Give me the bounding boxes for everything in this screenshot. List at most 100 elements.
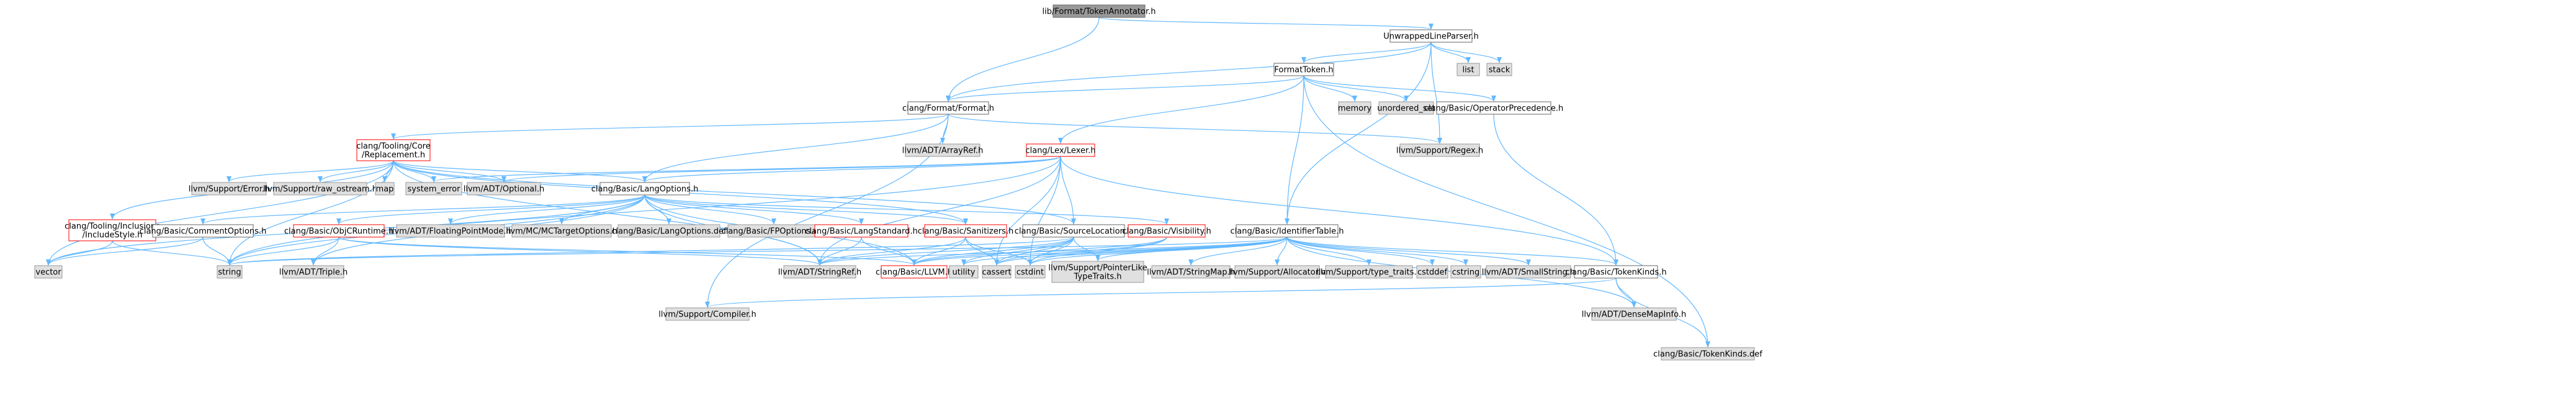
node-box — [1416, 265, 1448, 279]
node-box — [34, 265, 63, 279]
node-label: llvm/ADT/Optional.h — [464, 185, 545, 194]
node-box — [405, 182, 462, 196]
node-box — [217, 265, 243, 279]
node-visibility[interactable]: clang/Basic/Visibility.h — [1122, 224, 1211, 238]
edge-replacement-to-string — [227, 160, 394, 266]
edge-obj-cruntime-to-clang-llvm — [338, 236, 917, 266]
node-lexer[interactable]: clang/Lex/Lexer.h — [1025, 143, 1096, 157]
node-box — [1574, 265, 1658, 279]
node-obj-cruntime[interactable]: clang/Basic/ObjCRuntime.h — [284, 224, 393, 238]
node-box — [1456, 63, 1480, 76]
edge-lang-options-to-floating-point-mode — [448, 194, 645, 225]
edge-lang-options-to-sanitizers — [644, 194, 968, 225]
node-box — [356, 139, 431, 161]
edge-format-token-to-token-kinds-def — [1303, 75, 1710, 348]
node-label: /Replacement.h — [362, 151, 425, 160]
edge-identifier-table-to-cstddef — [1286, 236, 1435, 266]
edge-unwrapped-line-parser-to-identifier-table — [1285, 42, 1432, 225]
edge-identifier-table-to-cstdint — [1028, 236, 1288, 266]
node-cstdint: cstdint — [1015, 265, 1046, 279]
node-triple: llvm/ADT/Triple.h — [279, 265, 348, 279]
node-label: llvm/Support/raw_ostream.h — [263, 185, 377, 194]
node-identifier-table[interactable]: clang/Basic/IdentifierTable.h — [1231, 224, 1344, 238]
node-label: unordered_set — [1377, 104, 1435, 114]
node-label: clang/Format/Format.h — [902, 104, 994, 114]
node-sanitizers[interactable]: clang/Basic/Sanitizers.h — [918, 224, 1013, 238]
node-label: clang/Tooling/Inclusions — [65, 222, 160, 232]
node-box — [273, 182, 367, 196]
edge-identifier-table-to-token-kinds — [1286, 236, 1618, 266]
edge-visibility-to-cassert — [994, 236, 1167, 266]
edge-lexer-to-source-location — [1060, 156, 1076, 225]
edge-identifier-table-to-type-traits — [1286, 236, 1371, 266]
edge-unwrapped-line-parser-to-format-token — [1301, 42, 1432, 63]
node-label: cstdint — [1016, 268, 1044, 277]
node-replacement[interactable]: clang/Tooling/Core/Replacement.h — [356, 139, 431, 161]
edge-obj-cruntime-to-string-ref — [338, 236, 822, 266]
node-comment-options[interactable]: clang/Basic/CommentOptions.h — [140, 224, 267, 238]
node-clang-format[interactable]: clang/Format/Format.h — [902, 101, 994, 115]
node-lang-options[interactable]: clang/Basic/LangOptions.h — [591, 182, 699, 196]
edge-lang-standard-to-clang-llvm — [861, 236, 917, 266]
node-box — [617, 224, 720, 238]
node-label: list — [1462, 66, 1474, 75]
node-box — [282, 265, 344, 279]
node-label: clang/Basic/TokenKinds.h — [1565, 268, 1666, 277]
node-token-kinds[interactable]: clang/Basic/TokenKinds.h — [1565, 265, 1667, 279]
node-box — [293, 224, 385, 238]
edge-sanitizers-to-string-ref — [817, 236, 966, 266]
node-box — [783, 265, 856, 279]
edge-source-location-to-string — [227, 236, 1074, 266]
edge-operator-precedence-to-token-kinds — [1493, 114, 1618, 266]
node-label: llvm/Support/PointerLike — [1048, 264, 1147, 273]
node-cstring: cstring — [1450, 265, 1481, 279]
edge-token-annotator-to-clang-format — [946, 17, 1100, 102]
node-label: cassert — [982, 268, 1011, 277]
node-label: cstring — [1452, 268, 1479, 277]
node-operator-precedence[interactable]: clang/Basic/OperatorPrecedence.h — [1424, 101, 1563, 115]
node-box — [924, 224, 1007, 238]
node-lang-standard[interactable]: clang/Basic/LangStandard.h — [805, 224, 918, 238]
node-label: clang/Basic/Visibility.h — [1122, 227, 1211, 236]
edge-lexer-to-lang-options — [642, 156, 1061, 182]
node-box — [1399, 143, 1480, 157]
node-clang-llvm[interactable]: clang/Basic/LLVM.h — [876, 265, 953, 279]
node-label: memory — [1338, 104, 1372, 114]
node-label: clang/Basic/LangStandard.h — [805, 227, 918, 236]
edge-unwrapped-line-parser-to-clang-format — [946, 42, 1432, 102]
node-cassert: cassert — [982, 265, 1012, 279]
edge-source-location-to-string-ref — [817, 236, 1074, 266]
node-allocator: llvm/Support/Allocator.h — [1229, 265, 1326, 279]
node-token-annotator[interactable]: lib/Format/TokenAnnotator.h — [1043, 4, 1156, 18]
edge-visibility-to-clang-llvm — [912, 236, 1167, 266]
node-box — [1236, 224, 1339, 238]
edge-source-location-to-clang-llvm — [912, 236, 1074, 266]
node-label: llvm/ADT/StringRef.h — [778, 268, 861, 277]
node-source-location[interactable]: clang/Basic/SourceLocation.h — [1015, 224, 1133, 238]
node-label: clang/Basic/LangOptions.h — [591, 185, 699, 194]
node-label: llvm/MC/MCTargetOptions.h — [506, 227, 617, 236]
node-list: list — [1456, 63, 1480, 76]
node-label: cstddef — [1417, 268, 1448, 277]
edge-format-token-to-clang-format — [946, 75, 1304, 102]
node-label: llvm/Support/Compiler.h — [658, 310, 756, 320]
node-box — [375, 182, 395, 196]
node-memory: memory — [1338, 101, 1372, 115]
node-regex: llvm/Support/Regex.h — [1396, 143, 1483, 157]
node-format-token[interactable]: FormatToken.h — [1273, 63, 1334, 76]
node-label: llvm/ADT/FloatingPointMode.h — [390, 227, 511, 236]
edge-lexer-to-cstdint — [1028, 156, 1061, 266]
node-system_error: system_error — [405, 182, 462, 196]
node-label: llvm/Support/Allocator.h — [1229, 268, 1326, 277]
node-label: TypeTraits.h — [1073, 272, 1121, 282]
edge-lang-options-to-lang-standard — [644, 194, 864, 225]
node-unwrapped-line-parser[interactable]: UnwrappedLineParser.h — [1383, 29, 1479, 43]
node-box — [1151, 265, 1231, 279]
node-box — [1234, 265, 1320, 279]
edge-lang-options-to-comment-options — [200, 194, 645, 225]
edge-lexer-to-string — [227, 156, 1061, 266]
node-box — [1486, 265, 1571, 279]
edge-clang-format-to-replacement — [391, 114, 949, 140]
